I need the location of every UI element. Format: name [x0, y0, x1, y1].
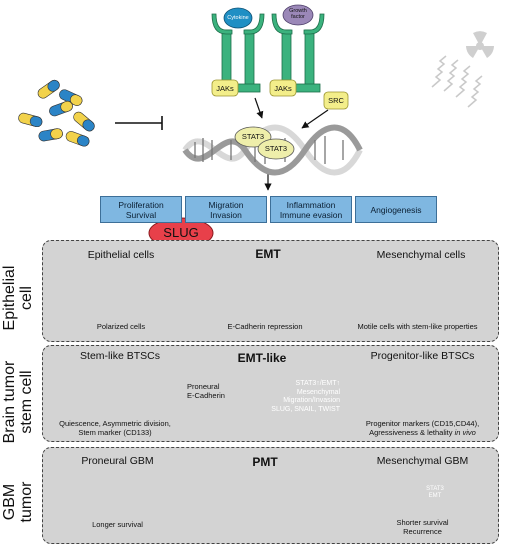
- proneural-text: Proneural E-Cadherin: [187, 382, 225, 400]
- emt-title: EMT: [255, 247, 281, 261]
- inhibition-arrow: [115, 116, 163, 130]
- mesenchymal-gbm-title: Mesenchymal GBM: [376, 455, 469, 467]
- motile-cells-caption: Motile cells with stem-like properties: [357, 322, 478, 331]
- stat3-emt-line: STAT3↑/EMT↑: [295, 380, 340, 387]
- outcome-line: Invasion: [210, 209, 242, 220]
- e-cadherin-caption: E-Cadherin repression: [227, 322, 303, 331]
- stat3-label-2: STAT3: [264, 144, 288, 153]
- side-label-line: cell: [18, 286, 35, 311]
- side-label-line: stem cell: [18, 370, 35, 434]
- src-label: SRC: [328, 96, 344, 105]
- growth-factor-receptor: [271, 4, 325, 93]
- epithelial-cells-title: Epithelial cells: [87, 249, 155, 261]
- stat3-blob-1: [234, 126, 272, 148]
- mesenchymal-line: Mesenchymal: [296, 388, 340, 396]
- stem-like-caption: Quiescence, Asymmetric division, Stem ma…: [45, 419, 185, 437]
- outcome-box-inflammation: Inflammation Immune evasion: [270, 196, 352, 223]
- side-label-line: Epithelial: [1, 265, 18, 331]
- jak-box-1: [211, 79, 239, 97]
- outcome-box-angiogenesis: Angiogenesis: [355, 196, 437, 223]
- proneural-line: Proneural: [187, 382, 220, 391]
- polarized-cells-caption: Polarized cells: [96, 322, 146, 331]
- outcome-line: Immune evasion: [279, 209, 343, 220]
- epithelial-side-label: Epithelial cell: [1, 248, 35, 348]
- caption-line: Recurrence: [403, 527, 442, 536]
- jak-box-2: [269, 79, 297, 97]
- stem-like-btsc-title: Stem-like BTSCs: [80, 350, 160, 362]
- caption-line: Agressiveness & lethality in vivo: [350, 428, 495, 437]
- side-label-line: tumor: [18, 481, 35, 523]
- brain-label-line: EMT: [428, 493, 442, 499]
- btsc-panel: [42, 345, 499, 442]
- pill-capsule-icon: [18, 79, 95, 147]
- growth-factor-label: Growth factor: [289, 8, 307, 20]
- emt-like-title: EMT-like: [237, 351, 287, 365]
- gbm-side-label: GBM tumor: [1, 452, 35, 552]
- stat3-blob-2: [257, 138, 295, 160]
- side-label-line: GBM: [1, 483, 18, 521]
- caption-line: Quiescence, Asymmetric division,: [59, 419, 171, 428]
- btsc-side-label: Brain tumor stem cell: [1, 352, 35, 452]
- progenitor-like-caption: Progenitor markers (CD15,CD44), Agressiv…: [350, 419, 495, 437]
- e-cadherin-line: E-Cadherin: [187, 391, 225, 400]
- stat3-label-1: STAT3: [241, 132, 265, 141]
- shorter-survival-caption: Shorter survival Recurrence: [375, 518, 470, 536]
- migration-invasion-line: Migration/Invasion: [283, 397, 340, 404]
- pmt-title: PMT: [252, 455, 278, 469]
- caption-line: Progenitor markers (CD15,CD44),: [365, 419, 480, 428]
- longer-survival-caption: Longer survival: [92, 520, 143, 529]
- outcome-line: Survival: [125, 209, 157, 220]
- outcome-line: Angiogenesis: [370, 204, 422, 215]
- mesenchymal-features-text: STAT3↑/EMT↑ Mesenchymal Migration/Invasi…: [262, 380, 340, 414]
- caption-line: Stem marker (CD133): [78, 428, 152, 437]
- radiation-trefoil-icon: [466, 31, 494, 58]
- caption-span: Agressiveness & lethality: [369, 428, 455, 437]
- jak-label-2: JAKs: [274, 84, 292, 93]
- epithelial-panel: [42, 240, 499, 342]
- radiation-wave-icon: [431, 55, 483, 108]
- src-box: [323, 91, 349, 110]
- cytokine-label: Cytokine: [227, 15, 249, 21]
- slug-snail-twist-line: SLUG, SNAIL, TWIST: [271, 405, 340, 413]
- outcome-line: Migration: [208, 199, 244, 210]
- src-to-stat3-arrow: [301, 109, 329, 129]
- progenitor-like-btsc-title: Progenitor-like BTSCs: [370, 350, 475, 362]
- mesenchymal-cells-title: Mesenchymal cells: [376, 249, 466, 261]
- side-label-line: Brain tumor: [1, 360, 18, 444]
- caption-line: Shorter survival: [396, 518, 449, 527]
- slug-label: SLUG: [163, 225, 199, 240]
- outcome-line: Inflammation: [286, 199, 336, 210]
- gbm-panel: [42, 447, 499, 544]
- caption-italic: in vivo: [454, 428, 476, 437]
- brain-label-line: STAT3: [426, 486, 444, 492]
- outcome-box-proliferation: Proliferation Survival: [100, 196, 182, 223]
- outcome-line: Proliferation: [118, 199, 164, 210]
- jak-to-stat3-arrow: [254, 97, 264, 119]
- jak-label-1: JAKs: [216, 84, 234, 93]
- outcome-box-migration: Migration Invasion: [185, 196, 267, 223]
- brain-stat3-emt-label: STAT3 EMT: [422, 486, 448, 500]
- proneural-gbm-title: Proneural GBM: [81, 455, 154, 467]
